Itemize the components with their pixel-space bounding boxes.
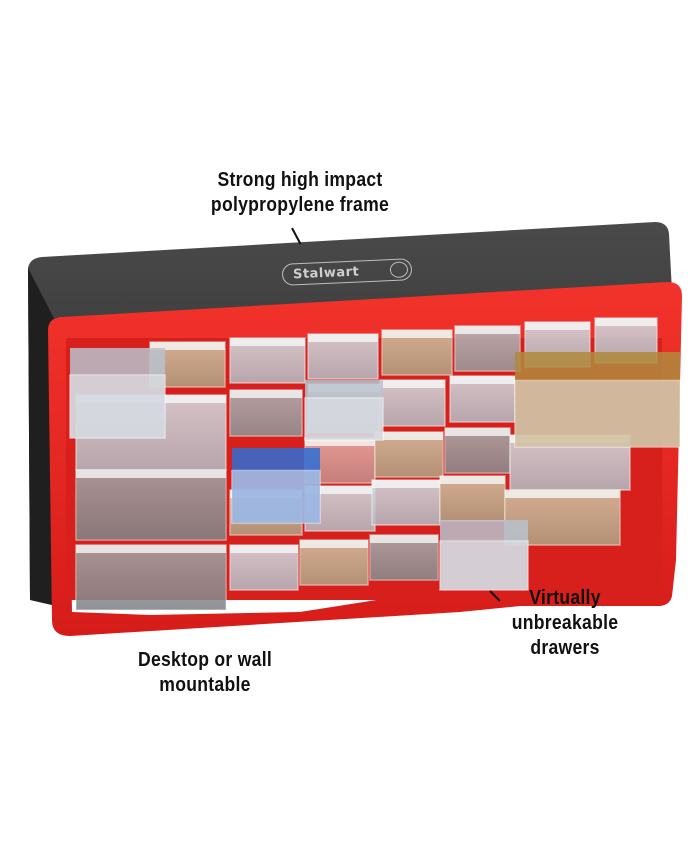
drawer	[454, 325, 521, 372]
pulled-drawer-bottom	[439, 520, 529, 591]
callout-drawers-line-2: unbreakable	[511, 612, 619, 634]
drawer-handle-lip	[450, 376, 515, 384]
drawer-handle-lip	[445, 428, 510, 436]
callout-frame-line-2: polypropylene frame	[210, 194, 390, 216]
drawer	[229, 544, 299, 591]
drawer-handle-lip	[230, 390, 302, 398]
drawer-handle-lip	[150, 342, 225, 350]
drawer-handle-lip	[76, 545, 226, 553]
callout-drawers: Virtually unbreakable drawers	[499, 586, 631, 661]
drawer-front	[75, 469, 227, 541]
drawer	[449, 375, 516, 423]
drawer-front	[75, 544, 227, 611]
drawer	[444, 427, 511, 474]
pulled-drawer-blue-anchors	[231, 448, 321, 524]
drawer	[229, 389, 303, 437]
drawer	[307, 333, 379, 380]
drawer-front	[439, 540, 529, 591]
drawer-handle-lip	[372, 480, 440, 488]
drawer	[379, 379, 446, 427]
drawer-front	[231, 469, 321, 524]
drawer-handle-lip	[230, 545, 298, 553]
callout-mount-line-1: Desktop or wall	[137, 649, 273, 671]
drawer	[75, 544, 227, 611]
drawer	[229, 337, 306, 384]
drawer-handle-lip	[300, 540, 368, 548]
drawer	[374, 431, 444, 478]
drawer	[75, 469, 227, 541]
drawer-handle-lip	[76, 470, 226, 478]
drawer-handle-lip	[382, 330, 452, 338]
drawer	[381, 329, 453, 376]
drawer-handle-lip	[375, 432, 443, 440]
drawer-handle-lip	[455, 326, 520, 334]
drawer-handle-lip	[525, 322, 590, 330]
callout-mount-line-2: mountable	[159, 674, 251, 696]
drawer	[504, 489, 621, 546]
drawer-handle-lip	[305, 438, 375, 446]
drawer	[299, 539, 369, 586]
drawer-front	[304, 397, 384, 441]
callout-drawers-line-3: drawers	[530, 637, 600, 659]
drawer-handle-lip	[595, 318, 657, 326]
drawer-handle-lip	[305, 486, 375, 494]
drawer	[369, 534, 439, 581]
drawer-front	[514, 379, 681, 448]
drawer	[439, 475, 506, 522]
callout-frame: Strong high impact polypropylene frame	[168, 168, 432, 218]
drawer-front	[69, 374, 166, 439]
drawer-handle-lip	[370, 535, 438, 543]
brand-emblem-icon	[389, 261, 409, 279]
callout-frame-line-1: Strong high impact	[217, 169, 383, 191]
drawer-handle-lip	[505, 490, 620, 498]
drawer-handle-lip	[380, 380, 445, 388]
drawer-handle-lip	[440, 476, 505, 484]
brand-logo-text: Stalwart	[292, 264, 360, 283]
drawer-handle-lip	[308, 334, 378, 342]
callout-drawers-line-1: Virtually	[529, 587, 601, 609]
drawer-handle-lip	[230, 338, 305, 346]
drawer	[371, 479, 441, 526]
callout-mount: Desktop or wall mountable	[108, 648, 302, 698]
pulled-drawer-left	[69, 348, 166, 439]
pulled-drawer-middle	[304, 380, 384, 441]
pulled-drawer-right	[514, 352, 681, 448]
